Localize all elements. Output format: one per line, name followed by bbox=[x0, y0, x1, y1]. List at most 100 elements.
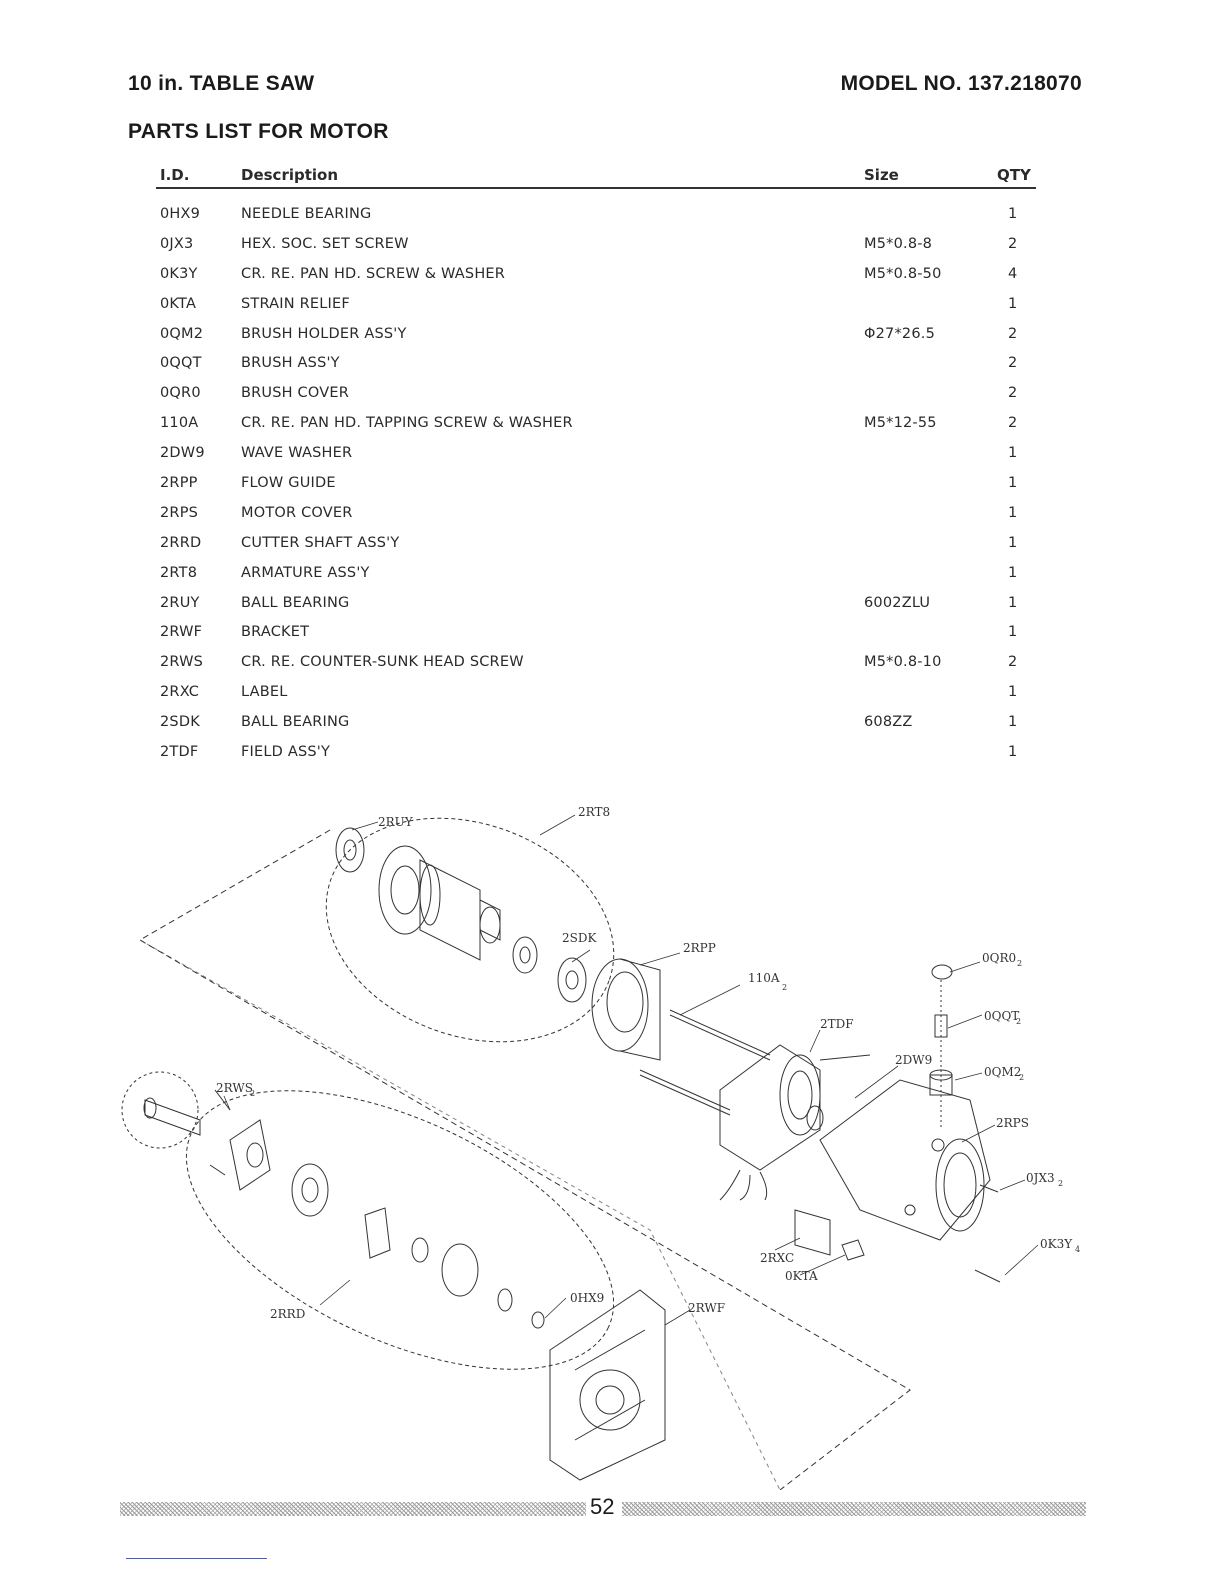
flow-guide-drawing bbox=[591, 958, 661, 1061]
label-2rxc-drawing bbox=[794, 1209, 831, 1256]
footnote-rule bbox=[126, 1558, 267, 1559]
armature-drawing bbox=[378, 845, 501, 961]
label-0qqt: 0QQT bbox=[984, 1009, 1019, 1023]
part-description: MOTOR COVER bbox=[241, 504, 353, 521]
spindle-detail-outline bbox=[121, 1071, 199, 1149]
part-qty: 2 bbox=[1008, 415, 1018, 432]
part-id: 0HX9 bbox=[160, 206, 201, 222]
part-description: BALL BEARING bbox=[241, 594, 350, 611]
table-row: 2RPP FLOW GUIDE 1 bbox=[156, 468, 1036, 498]
part-qty: 1 bbox=[1008, 445, 1018, 462]
part-size: M5*12-55 bbox=[864, 415, 937, 432]
part-id: 2RWS bbox=[160, 654, 204, 671]
label-0jx3-qty: 2 bbox=[1058, 1179, 1063, 1188]
pan-screw-0k3y-drawing bbox=[974, 1269, 1001, 1283]
label-2rxc: 2RXC bbox=[760, 1251, 794, 1265]
part-id: 0QR0 bbox=[160, 385, 201, 402]
motor-cover-drawing bbox=[819, 1079, 991, 1241]
part-size: M5*0.8-8 bbox=[864, 235, 933, 252]
part-id: 2SDK bbox=[160, 714, 200, 731]
label-0k3y-qty: 4 bbox=[1075, 1245, 1080, 1254]
part-qty: 1 bbox=[1008, 684, 1018, 701]
part-description: BRUSH ASS'Y bbox=[241, 355, 340, 372]
label-2rpp: 2RPP bbox=[683, 941, 716, 955]
label-2rt8: 2RT8 bbox=[578, 805, 610, 819]
bracket-drawing bbox=[549, 1289, 666, 1481]
label-2rws-qty: 2 bbox=[250, 1089, 255, 1098]
part-qty: 1 bbox=[1008, 475, 1018, 492]
label-2rps: 2RPS bbox=[996, 1116, 1029, 1130]
label-110a-qty: 2 bbox=[782, 983, 787, 992]
label-0qr0: 0QR0 bbox=[982, 951, 1016, 965]
part-qty: 2 bbox=[1008, 385, 1018, 402]
label-0qr0-qty: 2 bbox=[1017, 959, 1022, 968]
part-size: 608ZZ bbox=[864, 714, 913, 731]
leader-lines bbox=[223, 814, 1039, 1326]
set-screw-0jx3-drawing bbox=[979, 1184, 999, 1193]
table-row: 110A CR. RE. PAN HD. TAPPING SCREW & WASH… bbox=[156, 408, 1036, 438]
ball-bearing-2sdk-drawing bbox=[512, 936, 587, 1003]
part-description: CR. RE. PAN HD. SCREW & WASHER bbox=[241, 265, 506, 282]
brush-parts-drawing bbox=[929, 964, 953, 1130]
footer-bar-right bbox=[622, 1502, 1086, 1516]
assembly-envelope-line bbox=[139, 939, 781, 1490]
part-id: 2RPP bbox=[160, 475, 198, 492]
part-size: M5*0.8-10 bbox=[864, 654, 942, 671]
part-id: 0QM2 bbox=[160, 325, 204, 342]
part-qty: 1 bbox=[1008, 714, 1018, 731]
part-qty: 1 bbox=[1008, 744, 1018, 761]
table-row: 0QR0 BRUSH COVER 2 bbox=[156, 378, 1036, 408]
part-id: 2TDF bbox=[160, 744, 199, 761]
part-description: BRUSH HOLDER ASS'Y bbox=[241, 325, 407, 342]
tapping-screw-110a-drawing bbox=[639, 1009, 771, 1116]
part-description: STRAIN RELIEF bbox=[241, 295, 350, 312]
label-2sdk: 2SDK bbox=[562, 931, 597, 945]
part-description: WAVE WASHER bbox=[241, 445, 353, 462]
part-description: CUTTER SHAFT ASS'Y bbox=[241, 534, 400, 551]
label-0kta: 0KTA bbox=[785, 1269, 818, 1283]
part-id: 2RT8 bbox=[160, 564, 198, 581]
strain-relief-drawing bbox=[841, 1239, 865, 1261]
part-description: BALL BEARING bbox=[241, 714, 350, 731]
part-description: NEEDLE BEARING bbox=[241, 206, 372, 222]
part-qty: 2 bbox=[1008, 235, 1018, 252]
page-number: 52 bbox=[590, 1494, 615, 1519]
part-description: CR. RE. PAN HD. TAPPING SCREW & WASHER bbox=[241, 415, 573, 432]
wave-washer-drawing bbox=[806, 1105, 824, 1131]
part-id: 2RXC bbox=[160, 684, 200, 701]
part-qty: 2 bbox=[1008, 654, 1018, 671]
column-header-description: Description bbox=[241, 166, 339, 184]
label-0k3y: 0K3Y bbox=[1040, 1237, 1073, 1251]
part-id: 2RRD bbox=[160, 534, 202, 551]
part-description: CR. RE. COUNTER-SUNK HEAD SCREW bbox=[241, 654, 524, 671]
part-description: BRUSH COVER bbox=[241, 385, 349, 402]
part-qty: 1 bbox=[1008, 534, 1018, 551]
table-row: 2RWS CR. RE. COUNTER-SUNK HEAD SCREW M5*0.… bbox=[156, 647, 1036, 677]
part-id: 110A bbox=[160, 415, 199, 432]
label-0jx3: 0JX3 bbox=[1026, 1171, 1055, 1185]
part-qty: 1 bbox=[1008, 206, 1018, 222]
table-row: 2SDK BALL BEARING 608ZZ 1 bbox=[156, 707, 1036, 737]
part-qty: 1 bbox=[1008, 295, 1018, 312]
exploded-motor-diagram: 2RUY 2RT8 2SDK 2RPP 110A 2 2TDF 0QR0 2 0… bbox=[121, 805, 1080, 1490]
diagram-labels: 2RUY 2RT8 2SDK 2RPP 110A 2 2TDF 0QR0 2 0… bbox=[216, 805, 1080, 1321]
cutter-shaft-group-outline bbox=[185, 1090, 615, 1370]
label-110a: 110A bbox=[748, 971, 780, 985]
label-2tdf: 2TDF bbox=[820, 1017, 854, 1031]
label-0qm2: 0QM2 bbox=[984, 1065, 1021, 1079]
label-0hx9: 0HX9 bbox=[570, 1291, 604, 1305]
model-number: MODEL NO. 137.218070 bbox=[840, 72, 1082, 95]
part-qty: 2 bbox=[1008, 325, 1018, 342]
label-2rwf: 2RWF bbox=[688, 1301, 725, 1315]
label-2rrd: 2RRD bbox=[270, 1307, 305, 1321]
part-description: FLOW GUIDE bbox=[241, 475, 336, 492]
